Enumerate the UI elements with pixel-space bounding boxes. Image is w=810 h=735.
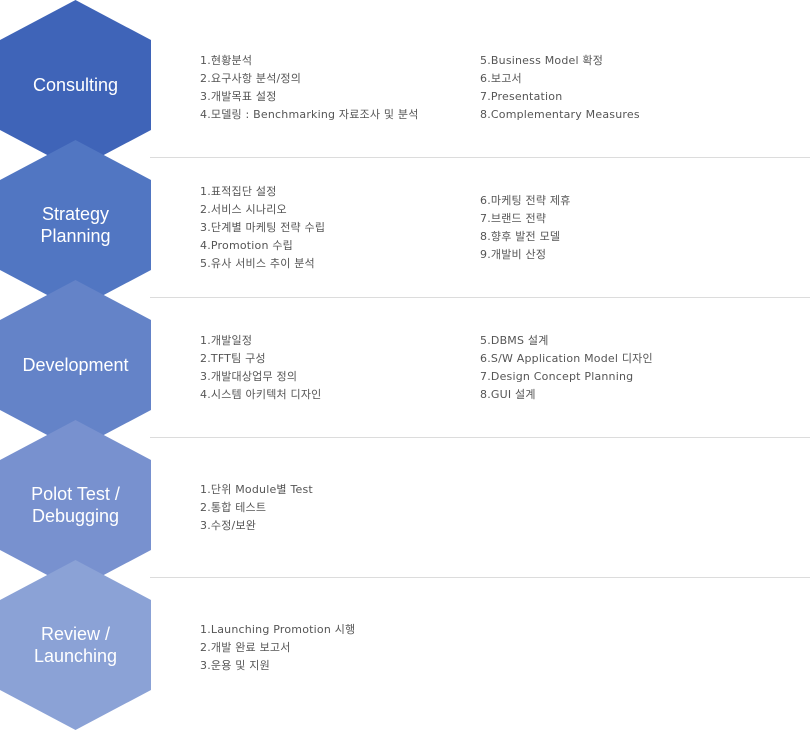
task-list-right: 5.DBMS 설계 6.S/W Application Model 디자인 7.De… (480, 332, 653, 404)
task-item: 1.Launching Promotion 시행 (200, 623, 356, 636)
task-item: 4.시스템 아키텍처 디자인 (200, 388, 322, 401)
stage-divider (150, 577, 810, 578)
task-item: 2.서비스 시나리오 (200, 203, 287, 216)
stage-label-line: Debugging (31, 506, 120, 526)
stage-hexagon (0, 420, 151, 590)
task-item: 1.단위 Module별 Test (200, 483, 313, 496)
task-list-right: 6.마케팅 전략 제휴 7.브랜드 전략 8.향후 발전 모델 9.개발비 산정 (480, 192, 571, 264)
task-list-left: 1.단위 Module별 Test 2.통합 테스트 3.수정/보완 (200, 481, 313, 535)
task-list-right: 5.Business Model 확정 6.보고서 7.Presentation 8.… (480, 52, 640, 124)
task-list-left: 1.개발일정 2.TFT팀 구성 3.개발대상업무 정의 4.시스템 아키텍처 디자인 (200, 332, 322, 404)
task-item: 3.수정/보완 (200, 519, 257, 532)
task-item: 4.모델링 : Benchmarking 자료조사 및 분석 (200, 108, 419, 121)
task-item: 2.요구사항 분석/정의 (200, 72, 302, 85)
stage-label-line: Launching (33, 646, 118, 666)
task-item: 1.표적집단 설정 (200, 185, 277, 198)
stage-divider (150, 297, 810, 298)
task-item: 7.Design Concept Planning (480, 370, 634, 383)
stage-hexagon (0, 560, 151, 730)
task-item: 2.TFT팀 구성 (200, 352, 266, 365)
task-item: 1.개발일정 (200, 334, 253, 347)
stage-hexagon (0, 0, 151, 170)
stage-label-line: Development (22, 355, 129, 375)
task-list-left: 1.표적집단 설정 2.서비스 시나리오 3.단계별 마케팅 전략 수립 4.Prom… (200, 183, 325, 273)
task-list-left: 1.Launching Promotion 시행 2.개발 완료 보고서 3.운용 … (200, 621, 355, 675)
task-item: 4.Promotion 수립 (200, 239, 293, 252)
task-item: 5.유사 서비스 추이 분석 (200, 257, 315, 270)
task-item: 3.개발목표 설정 (200, 90, 277, 103)
task-item: 3.운용 및 지원 (200, 659, 270, 672)
task-item: 7.브랜드 전략 (480, 212, 547, 225)
stage-label-line: Polot Test / (31, 484, 120, 504)
stage-label-line: Consulting (32, 75, 119, 95)
task-item: 5.Business Model 확정 (480, 54, 604, 67)
task-item: 5.DBMS 설계 (480, 334, 549, 347)
stage-hexagon (0, 280, 151, 450)
task-item: 6.보고서 (480, 72, 522, 85)
task-item: 6.마케팅 전략 제휴 (480, 194, 571, 207)
stage-label-line: Strategy (41, 204, 110, 224)
stage-label: Development (0, 325, 151, 405)
task-list-left: 1.현황분석 2.요구사항 분석/정의 3.개발목표 설정 4.모델링 : Bench… (200, 52, 419, 124)
task-item: 6.S/W Application Model 디자인 (480, 352, 653, 365)
stage-label-line: Planning (40, 226, 111, 246)
stage-hexagon (0, 140, 151, 310)
task-item: 8.Complementary Measures (480, 108, 640, 121)
task-item: 2.통합 테스트 (200, 501, 267, 514)
stage-label: Polot Test /Debugging (0, 465, 151, 545)
stage-label: Consulting (0, 45, 151, 125)
task-item: 8.GUI 설계 (480, 388, 536, 401)
task-item: 3.개발대상업무 정의 (200, 370, 298, 383)
task-item: 9.개발비 산정 (480, 248, 547, 261)
task-item: 2.개발 완료 보고서 (200, 641, 291, 654)
task-item: 3.단계별 마케팅 전략 수립 (200, 221, 326, 234)
task-item: 1.현황분석 (200, 54, 253, 67)
stage-divider (150, 157, 810, 158)
stage-label: Review /Launching (0, 605, 151, 685)
task-item: 8.향후 발전 모델 (480, 230, 561, 243)
stage-label-line: Review / (40, 624, 111, 644)
task-item: 7.Presentation (480, 90, 563, 103)
stage-divider (150, 437, 810, 438)
